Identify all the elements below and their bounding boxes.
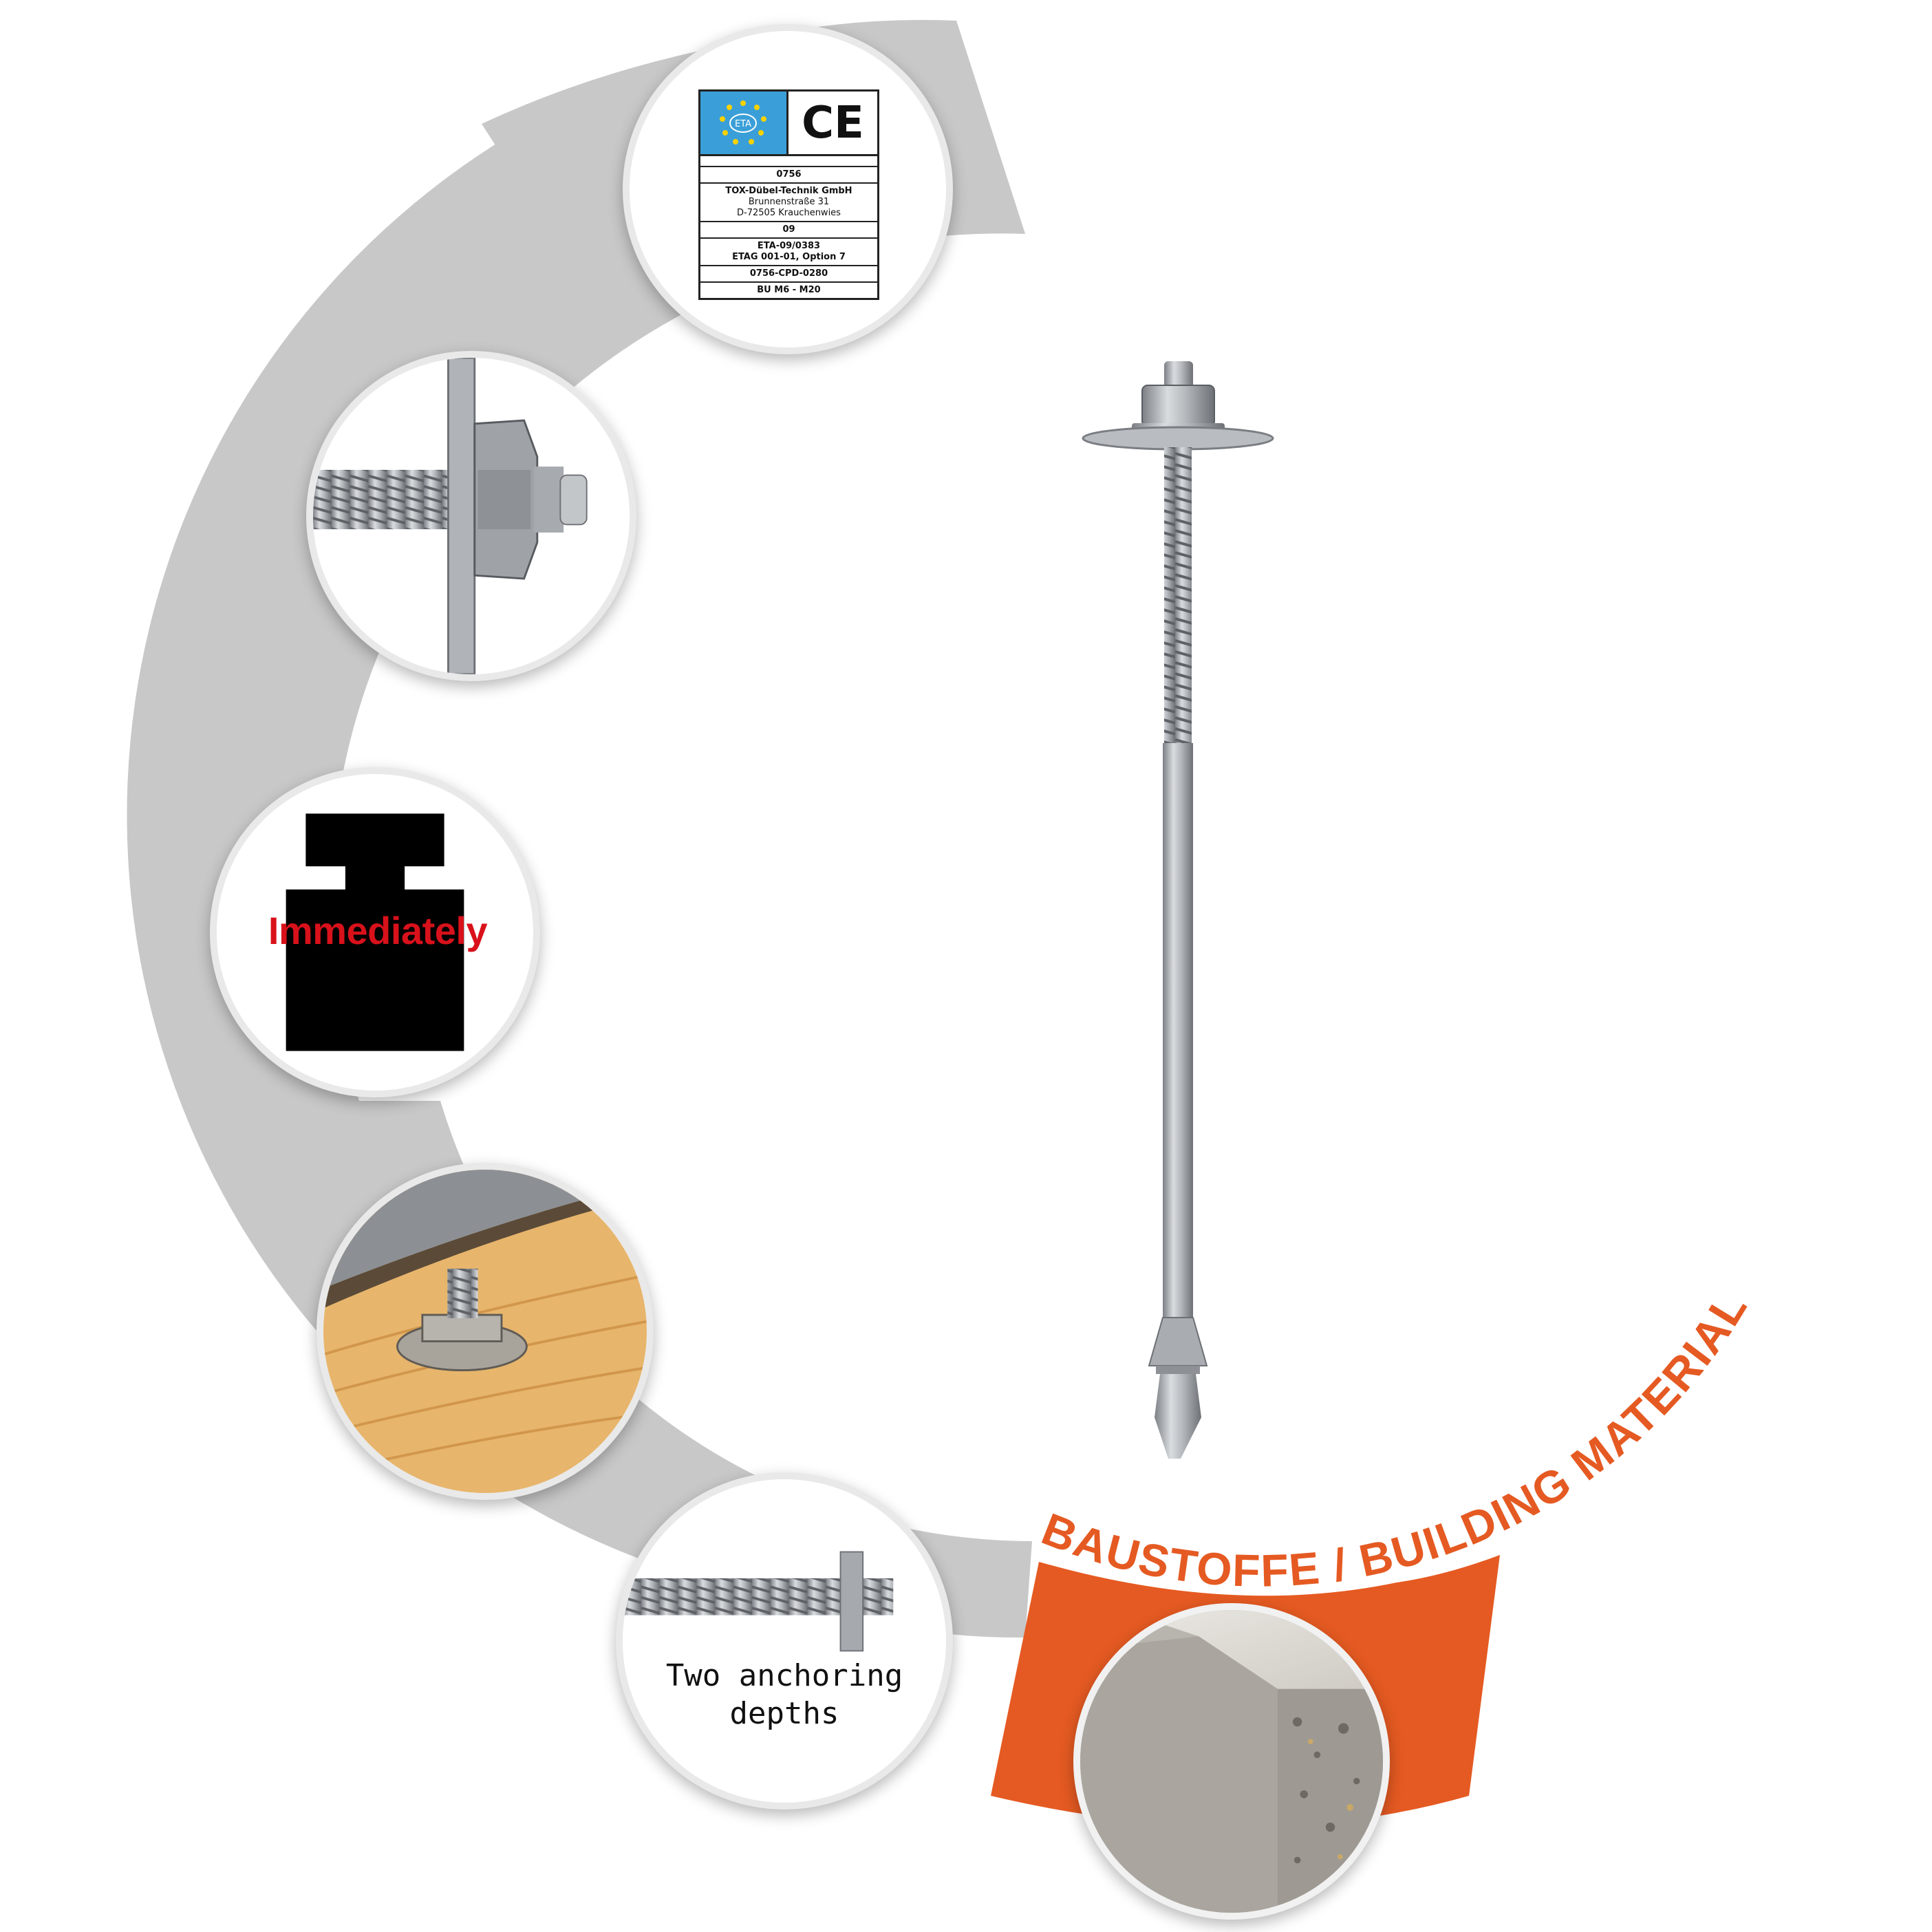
load-weight-circle: Immediately: [210, 767, 540, 1097]
eta-reference: ETA-09/0383 ETAG 001-01, Option 7: [700, 239, 877, 266]
manufacturer-address: TOX-Dübel-Technik GmbH Brunnenstraße 31 …: [700, 184, 877, 222]
notified-body-number: 0756: [700, 167, 877, 184]
certificate-number: 0756-CPD-0280: [700, 266, 877, 283]
eta-flag-icon: ETA: [700, 92, 788, 154]
ce-mark: CE: [802, 97, 864, 149]
anchor-bolt: [1082, 361, 1274, 1459]
product-range: BU M6 - M20: [757, 285, 821, 295]
eta-certificate-circle: ETA CE 0756 TOX-Dübel-Technik GmbH Brunn…: [623, 24, 953, 354]
concrete-circle: [1073, 1603, 1390, 1920]
immediately-label: Immediately: [268, 909, 488, 952]
anchoring-depths-circle: Two anchoring depths: [616, 1472, 953, 1810]
nut-washer-circle: [306, 351, 636, 681]
weight-icon: [286, 813, 464, 1051]
depths-label: depths: [729, 1696, 839, 1731]
two-anchoring-label: Two anchoring: [665, 1658, 903, 1693]
wood-fixing-circle: [316, 1163, 654, 1500]
eta-label: ETA CE 0756 TOX-Dübel-Technik GmbH Brunn…: [698, 89, 879, 300]
certificate-year: 09: [700, 222, 877, 239]
svg-text:ETA: ETA: [735, 119, 751, 129]
concrete-block-image: [1080, 1610, 1383, 1913]
